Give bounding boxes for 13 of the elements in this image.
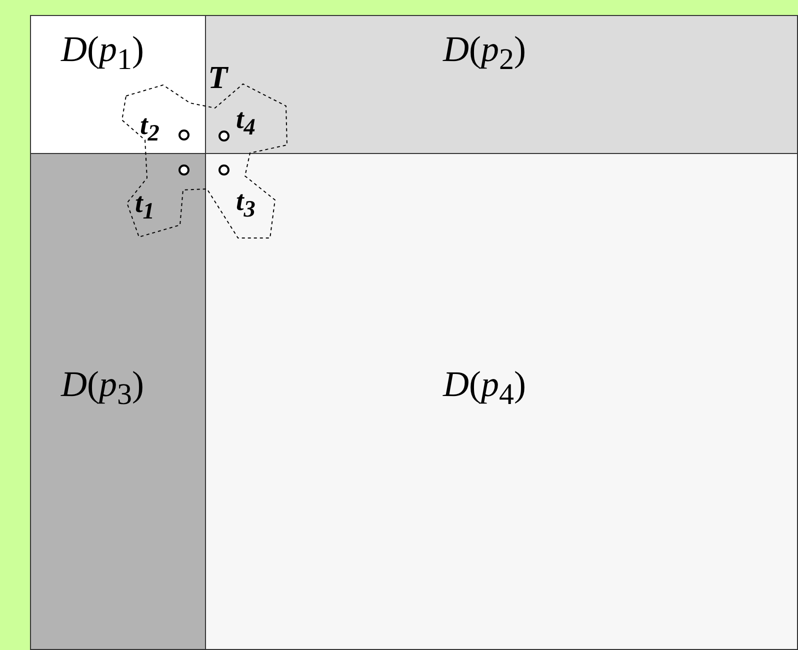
region-label: D(p$_{2}$) — [443, 31, 526, 76]
point-label: t$_{2}$ — [140, 112, 160, 146]
region-box — [205, 153, 798, 650]
region-box — [30, 153, 206, 650]
set-label: T — [208, 61, 228, 93]
region-box — [30, 15, 206, 154]
region-box — [205, 15, 798, 154]
region-label: D(p$_{1}$) — [61, 31, 144, 76]
point-label: t$_{4}$ — [236, 106, 256, 140]
region-label: D(p$_{3}$) — [61, 366, 144, 410]
point-label: t$_{1}$ — [135, 190, 154, 224]
region-label: D(p$_{4}$) — [443, 366, 526, 410]
point-label: t$_{3}$ — [236, 188, 256, 222]
